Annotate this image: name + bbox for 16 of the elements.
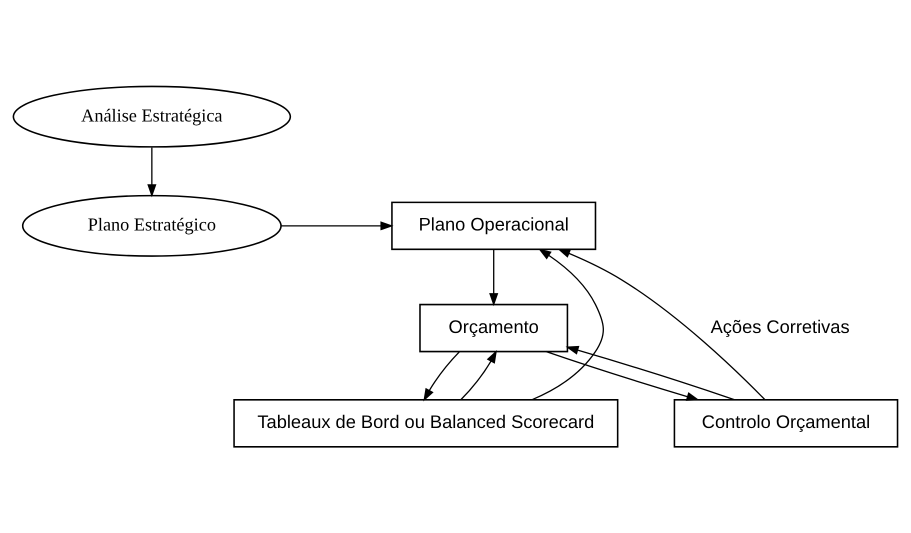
node-ellipse: Análise Estratégica xyxy=(12,86,292,148)
node-ellipse: Plano Estratégico xyxy=(22,194,282,257)
arrow xyxy=(557,248,766,400)
node-box: Controlo Orçamental xyxy=(674,399,898,448)
arrow xyxy=(532,248,604,400)
arrow xyxy=(281,221,394,230)
node-box: Tableaux de Bord ou Balanced Scorecard xyxy=(233,399,618,448)
arrow xyxy=(460,350,497,400)
arrow xyxy=(423,351,460,402)
node-box: Orçamento xyxy=(419,304,568,352)
arrow xyxy=(546,350,700,401)
arrow xyxy=(566,346,735,400)
node-box: Plano Operacional xyxy=(391,202,596,250)
edge-label: Ações Corretivas xyxy=(710,316,850,337)
arrow xyxy=(489,250,498,306)
arrow xyxy=(147,148,156,198)
